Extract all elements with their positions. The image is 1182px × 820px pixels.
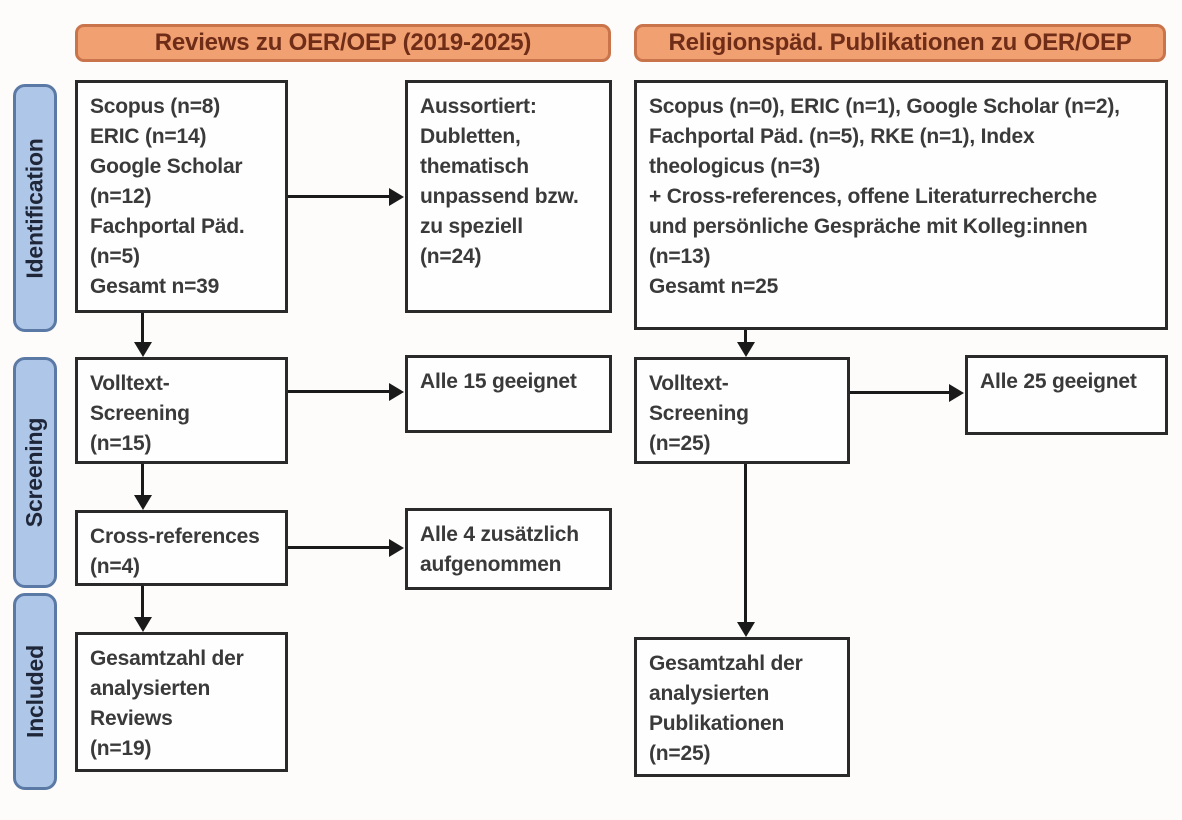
box-left-fulltext-screening: Volltext- Screening (n=15)	[75, 357, 288, 464]
arrow-left-fulltext-down	[141, 464, 144, 496]
stage-label-included: Included	[13, 593, 57, 790]
arrow-right-fulltext-to-result	[850, 391, 950, 394]
arrow-right-sources-down	[744, 330, 747, 343]
arrow-left-crossref-to-result	[288, 546, 390, 549]
stage-label-included-text: Included	[21, 645, 48, 738]
box-right-sources: Scopus (n=0), ERIC (n=1), Google Scholar…	[634, 80, 1168, 330]
arrow-left-sources-to-excluded	[288, 195, 390, 198]
column-header-right: Religionspäd. Publikationen zu OER/OEP	[634, 24, 1166, 62]
stage-label-screening: Screening	[13, 357, 57, 588]
box-left-excluded: Aussortiert: Dubletten, thematisch unpas…	[405, 80, 612, 313]
box-right-total: Gesamtzahl der analysierten Publikatione…	[634, 637, 850, 777]
column-header-left: Reviews zu OER/OEP (2019-2025)	[75, 24, 611, 62]
box-left-crossref: Cross-references (n=4)	[75, 510, 288, 586]
arrow-left-fulltext-to-result	[288, 390, 390, 393]
stage-label-screening-text: Screening	[21, 417, 48, 528]
arrow-right-fulltext-down	[744, 464, 747, 623]
box-right-fulltext-screening: Volltext- Screening (n=25)	[634, 357, 850, 464]
arrow-left-crossref-down	[141, 586, 144, 618]
stage-label-identification: Identification	[13, 84, 57, 332]
box-left-crossref-result: Alle 4 zusätzlich aufgenommen	[405, 508, 612, 590]
box-left-fulltext-result: Alle 15 geeignet	[405, 355, 612, 433]
stage-label-identification-text: Identification	[21, 137, 48, 279]
box-left-total: Gesamtzahl der analysierten Reviews (n=1…	[75, 632, 288, 772]
box-left-sources: Scopus (n=8) ERIC (n=14) Google Scholar …	[75, 80, 288, 313]
arrow-left-sources-down	[141, 313, 144, 343]
box-right-fulltext-result: Alle 25 geeignet	[965, 355, 1168, 435]
